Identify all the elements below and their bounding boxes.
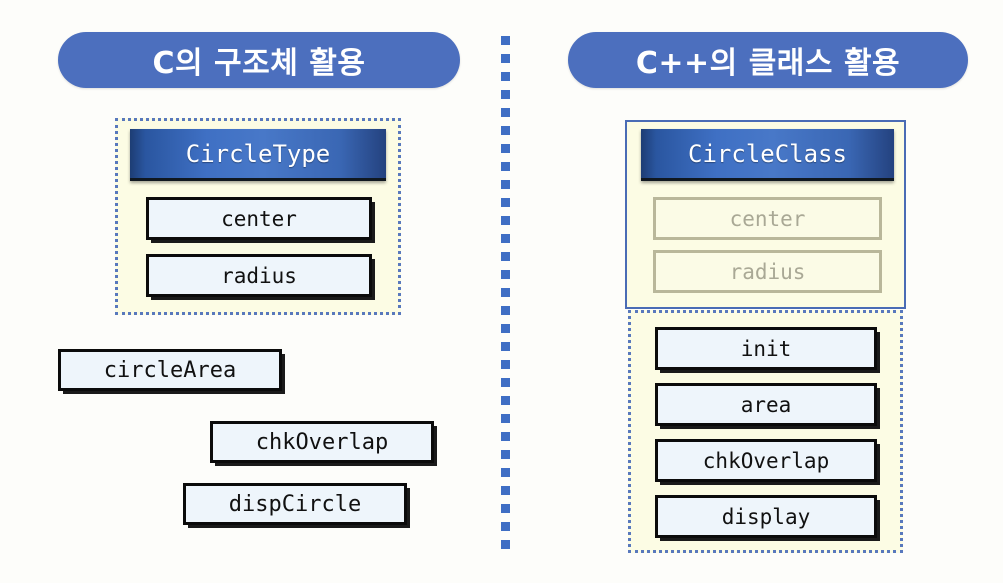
- class-method-display: display: [655, 495, 877, 538]
- class-method-chkoverlap-label: chkOverlap: [702, 448, 830, 473]
- struct-type-name: CircleType: [185, 139, 331, 168]
- struct-member-radius-label: radius: [221, 263, 297, 288]
- free-function-chkoverlap-label: chkOverlap: [255, 429, 389, 455]
- free-function-circlearea: circleArea: [58, 349, 282, 391]
- class-member-center-label: center: [729, 206, 806, 231]
- free-function-circlearea-label: circleArea: [103, 357, 237, 383]
- class-method-area-label: area: [740, 392, 792, 417]
- cpp-class-data-panel: CircleClass center radius: [625, 120, 906, 309]
- class-member-radius: radius: [653, 250, 882, 293]
- left-title-pill: C의 구조체 활용: [58, 32, 460, 88]
- class-method-init: init: [655, 327, 877, 370]
- free-function-dispcircle: dispCircle: [183, 483, 407, 525]
- c-struct-panel: CircleType center radius: [115, 118, 401, 315]
- class-member-radius-label: radius: [729, 259, 806, 284]
- struct-member-radius: radius: [146, 254, 372, 297]
- cpp-class-methods-panel: init area chkOverlap display: [628, 310, 903, 553]
- free-function-dispcircle-label: dispCircle: [228, 491, 362, 517]
- left-title-text: C의 구조체 활용: [152, 46, 366, 81]
- struct-member-center-label: center: [221, 206, 297, 231]
- class-method-area: area: [655, 383, 877, 426]
- free-function-chkoverlap: chkOverlap: [210, 421, 434, 463]
- class-type-name: CircleClass: [688, 139, 847, 168]
- class-type-header: CircleClass: [641, 129, 894, 181]
- class-member-center: center: [653, 197, 882, 240]
- class-method-display-label: display: [721, 504, 811, 529]
- class-method-init-label: init: [740, 336, 792, 361]
- vertical-dotted-divider-icon: [501, 36, 510, 550]
- class-method-chkoverlap: chkOverlap: [655, 439, 877, 482]
- right-title-pill: C++의 클래스 활용: [568, 32, 968, 88]
- right-title-text: C++의 클래스 활용: [635, 46, 901, 81]
- struct-member-center: center: [146, 197, 372, 240]
- struct-type-header: CircleType: [130, 129, 386, 181]
